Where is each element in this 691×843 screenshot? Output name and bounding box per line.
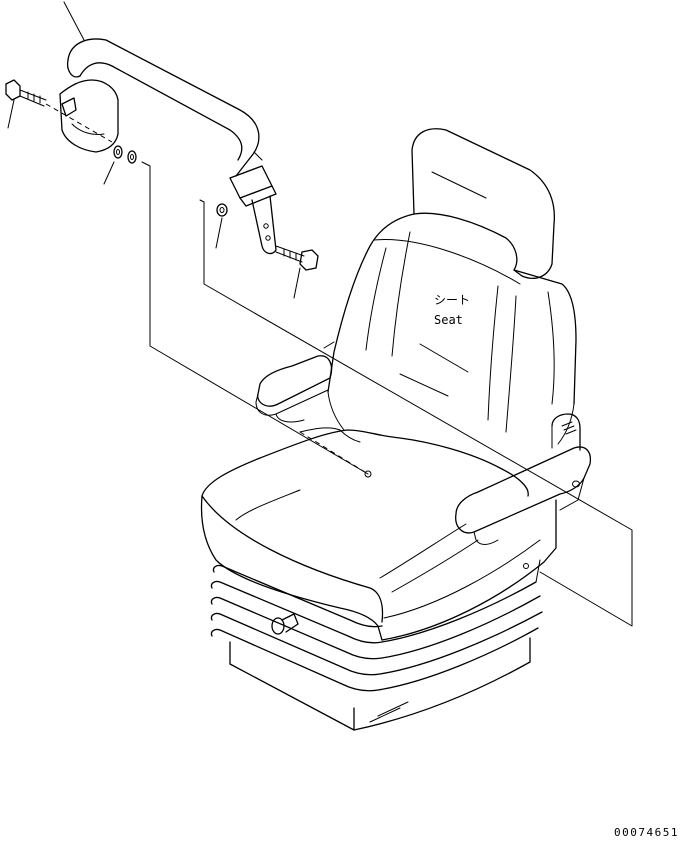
bolt-leader-line [7,99,15,129]
height-adjust-knob [271,613,299,635]
seat-belt [59,1,277,255]
washer-right-leader [215,217,223,249]
seat-backrest [327,213,577,433]
seat-headrest [411,128,556,279]
washer-leader-line [103,161,115,185]
bolt-axis-dashed [45,103,113,143]
belt-leader-line [63,1,85,41]
seat-suspension [210,559,543,731]
seat-label-english: Seat [434,313,463,327]
washer-right [215,203,228,249]
assembly-reference-lines [141,161,633,627]
seat-label-japanese: シート [434,293,470,307]
belt-mounting-bolt-left [5,79,47,129]
bolt-right-leader [293,267,301,299]
seat-cushion [200,391,575,641]
seat-armrest-right [455,413,592,545]
drawing-number: 00074651 [614,826,679,839]
seat-armrest-left [255,341,335,423]
washers-left [103,145,137,185]
belt-mounting-bolt-right [275,245,319,299]
